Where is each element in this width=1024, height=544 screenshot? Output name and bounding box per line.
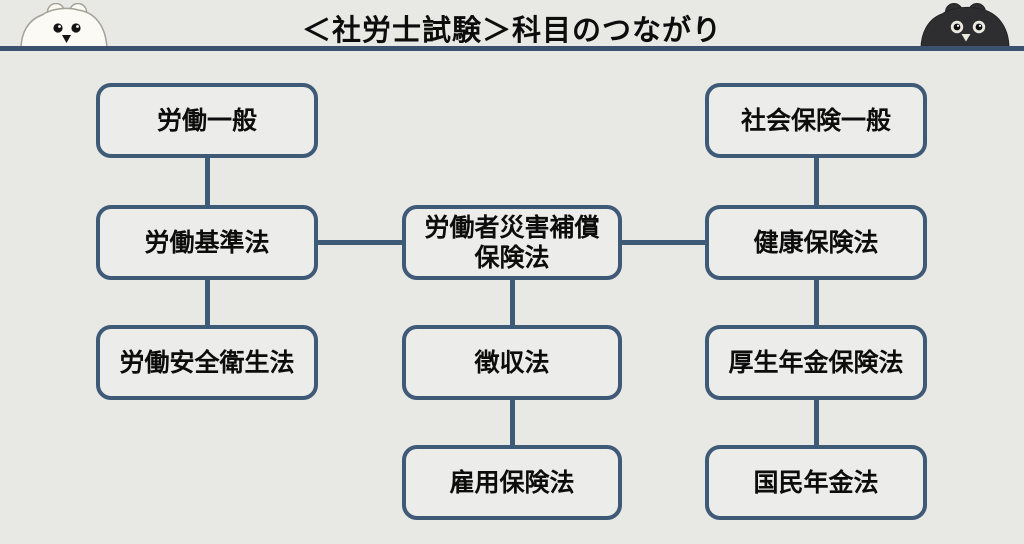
node-label: 徴収法 bbox=[474, 347, 550, 377]
node-label: 社会保険一般 bbox=[740, 105, 891, 135]
node-roudou-kijunhou: 労働基準法 bbox=[96, 205, 318, 280]
edge-roudou-ippan-roudou-kijunhou bbox=[205, 156, 210, 207]
edge-kenkou-hokenhou-kousei-nenkin-hokenhou bbox=[814, 278, 819, 327]
node-label: 労働一般 bbox=[156, 105, 257, 135]
edge-kousei-nenkin-hokenhou-kokumin-nenkinhou bbox=[814, 398, 819, 447]
node-label: 労働安全衛生法 bbox=[119, 347, 295, 377]
node-roudou-anzen-eiseihou: 労働安全衛生法 bbox=[96, 325, 318, 400]
edge-roudou-kijunhou-roudou-anzen-eiseihou bbox=[205, 278, 210, 327]
white-hamster-mascot-icon bbox=[18, 2, 110, 50]
node-label-line2: 保険法 bbox=[474, 242, 550, 272]
node-label: 健康保険法 bbox=[753, 227, 879, 257]
node-label: 厚生年金保険法 bbox=[728, 347, 904, 377]
node-kokumin-nenkinhou: 国民年金法 bbox=[705, 445, 927, 520]
page-title: ＜社労士試験＞科目のつながり bbox=[301, 13, 722, 47]
node-koyou-hokenhou: 雇用保険法 bbox=[402, 445, 622, 520]
node-kousei-nenkin-hokenhou: 厚生年金保険法 bbox=[705, 325, 927, 400]
edge-rousai-hokenhou-choushuuhou bbox=[510, 278, 515, 327]
edge-choushuuhou-koyou-hokenhou bbox=[510, 398, 515, 447]
node-label-line1: 労働者災害補償 bbox=[424, 212, 600, 242]
node-shakai-hoken-ippan: 社会保険一般 bbox=[705, 83, 927, 158]
node-label: 国民年金法 bbox=[753, 467, 879, 497]
node-rousai-hokenhou: 労働者災害補償 保険法 bbox=[402, 205, 622, 280]
edge-roudou-kijunhou-rousai-hokenhou bbox=[316, 240, 404, 245]
node-label: 労働基準法 bbox=[144, 227, 270, 257]
node-kenkou-hokenhou: 健康保険法 bbox=[705, 205, 927, 280]
header-divider bbox=[0, 46, 1024, 51]
edge-shakai-hoken-ippan-kenkou-hokenhou bbox=[814, 156, 819, 207]
node-choushuuhou: 徴収法 bbox=[402, 325, 622, 400]
node-roudou-ippan: 労働一般 bbox=[96, 83, 318, 158]
edge-rousai-hokenhou-kenkou-hokenhou bbox=[620, 240, 707, 245]
black-hamster-mascot-icon bbox=[918, 3, 1012, 50]
node-label: 雇用保険法 bbox=[449, 467, 575, 497]
